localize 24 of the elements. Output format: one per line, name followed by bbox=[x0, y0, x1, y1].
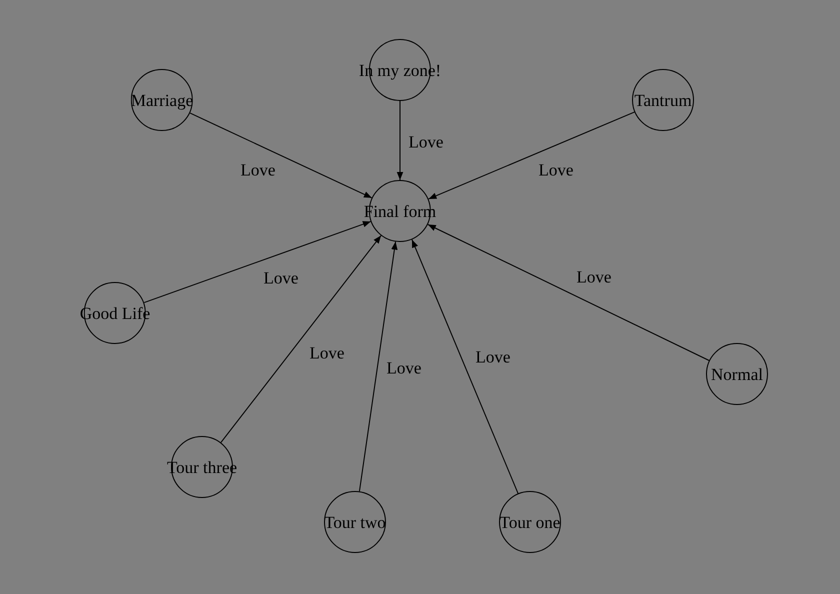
arrow bbox=[428, 112, 635, 200]
node-label: Tantrum bbox=[634, 92, 692, 108]
arrow bbox=[358, 241, 398, 492]
node-label: Tour one bbox=[500, 514, 560, 530]
edge-label: Love bbox=[310, 344, 344, 362]
edge-label: Love bbox=[264, 270, 298, 286]
edge-label: Love bbox=[476, 348, 510, 366]
arrow bbox=[190, 112, 372, 198]
node-label: Normal bbox=[711, 366, 763, 382]
edge-label: Love bbox=[576, 268, 612, 286]
node-label: Tour two bbox=[324, 514, 386, 530]
arrow bbox=[144, 220, 372, 304]
arrow bbox=[396, 100, 404, 180]
circle-node bbox=[499, 491, 561, 553]
circle-node bbox=[324, 491, 386, 553]
arrow bbox=[427, 224, 710, 361]
circle-node bbox=[632, 69, 694, 131]
arrow bbox=[411, 239, 519, 494]
circle-node bbox=[706, 343, 768, 405]
arrow bbox=[220, 235, 382, 443]
edge-label: Love bbox=[240, 162, 276, 178]
edge-label: Love bbox=[386, 360, 422, 376]
edge-label: Love bbox=[538, 162, 574, 178]
edge-label: Love bbox=[408, 134, 444, 150]
